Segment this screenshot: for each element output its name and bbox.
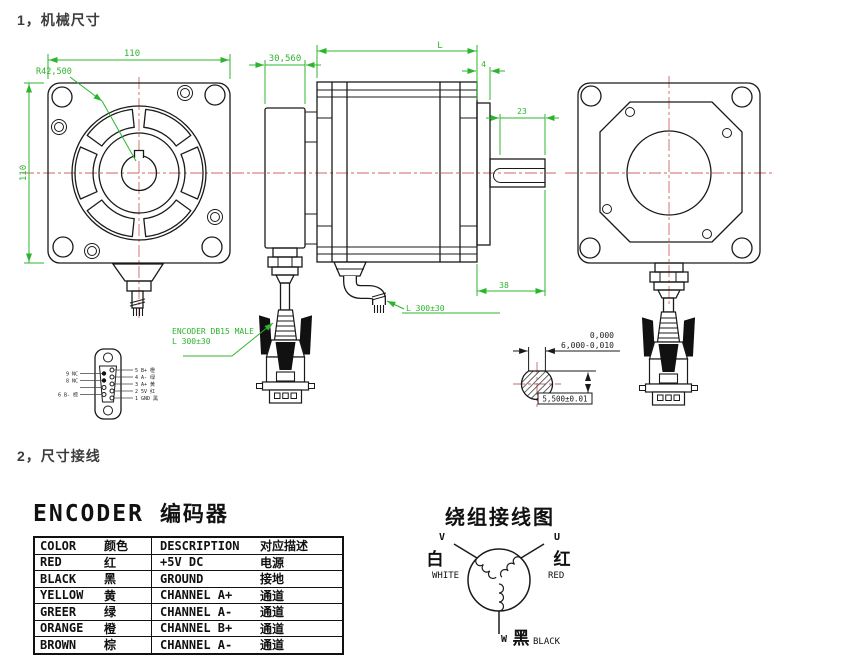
pin-label: 8 NC	[66, 379, 78, 385]
front-view: 110 110 R42,500	[19, 49, 256, 318]
mount-holes	[51, 85, 223, 259]
dim-rear: 38	[499, 281, 509, 290]
col-description: DESCRIPTION	[160, 538, 240, 553]
db9-pinout: 5 B+ 橙 4 A- 绿 3 A+ 黄 2 5V 红 1 GND 黑 9 NC…	[58, 348, 158, 420]
pin-label: 1 GND 黑	[135, 396, 158, 402]
col-color: COLOR	[40, 538, 77, 553]
front-dims: 110 110 R42,500	[19, 49, 231, 264]
radius-callout: R42,500	[36, 67, 72, 77]
encoder-title-cn: 编码器	[159, 502, 229, 526]
black-en: BLACK	[533, 637, 561, 647]
db15-length-note: L 300±30	[172, 337, 211, 346]
db15-connector-left	[255, 309, 316, 404]
wire-ends	[132, 308, 144, 316]
pin-label: 3 A+ 黄	[135, 381, 155, 388]
pins	[101, 367, 115, 401]
keyway	[134, 150, 144, 158]
db15-connector-right	[638, 311, 699, 406]
dim-height: 110	[19, 165, 29, 181]
section1-title: 1，机械尺寸	[17, 12, 101, 28]
pin-label: 6 B- 棕	[58, 392, 78, 399]
encoder-title-en: ENCODER	[33, 501, 144, 527]
red-en: RED	[548, 571, 564, 581]
dim-shaft-length: 23	[517, 107, 527, 116]
pin-label: 5 B+ 橙	[135, 367, 155, 374]
db15-note: ENCODER DB15 MALE	[172, 327, 254, 336]
white-cn: 白	[427, 549, 444, 570]
terminal-u: U	[554, 532, 560, 543]
white-en: WHITE	[432, 571, 459, 581]
dim-flange: 4	[481, 60, 486, 69]
tolerance-lower: 6,000-0,010	[561, 341, 614, 350]
pin-label: 2 5V 红	[135, 388, 155, 395]
back-view	[565, 76, 773, 406]
dim-body-length: L	[437, 41, 442, 51]
flat-dimension: 5,500±0.01	[542, 395, 587, 404]
shaft-section-detail: 0,000 6,000-0,010 5,500±0.01	[513, 331, 620, 407]
coils	[475, 556, 522, 612]
end-bell	[599, 101, 743, 243]
encoder-table-title: ENCODER 编码器	[33, 498, 229, 528]
side-dims: 30,560 L 4 23 38 ENCODER	[172, 41, 559, 357]
terminal-w: W	[501, 634, 508, 645]
red-cn: 红	[554, 549, 571, 570]
section2-title: 2，尺寸接线	[17, 448, 101, 464]
dim-width: 110	[124, 49, 140, 59]
wire-ends	[373, 305, 385, 313]
cable-length-note: L 300±30	[406, 304, 445, 313]
winding-title: 绕组接线图	[445, 505, 555, 529]
dim-encoder-depth: 30,560	[269, 54, 302, 64]
black-cn: 黑	[513, 629, 530, 649]
terminal-v: V	[439, 532, 445, 543]
pin-label: 9 NC	[66, 372, 78, 378]
side-view: 30,560 L 4 23 38 ENCODER	[172, 41, 559, 404]
shaft	[489, 158, 546, 188]
tolerance-upper: 0,000	[590, 331, 614, 340]
pin-label: 4 A- 绿	[135, 374, 155, 381]
winding-diagram: 绕组接线图 V 白 WHITE U 红 RED W 黑 BLACK	[427, 505, 571, 649]
fan-slots	[74, 108, 204, 238]
